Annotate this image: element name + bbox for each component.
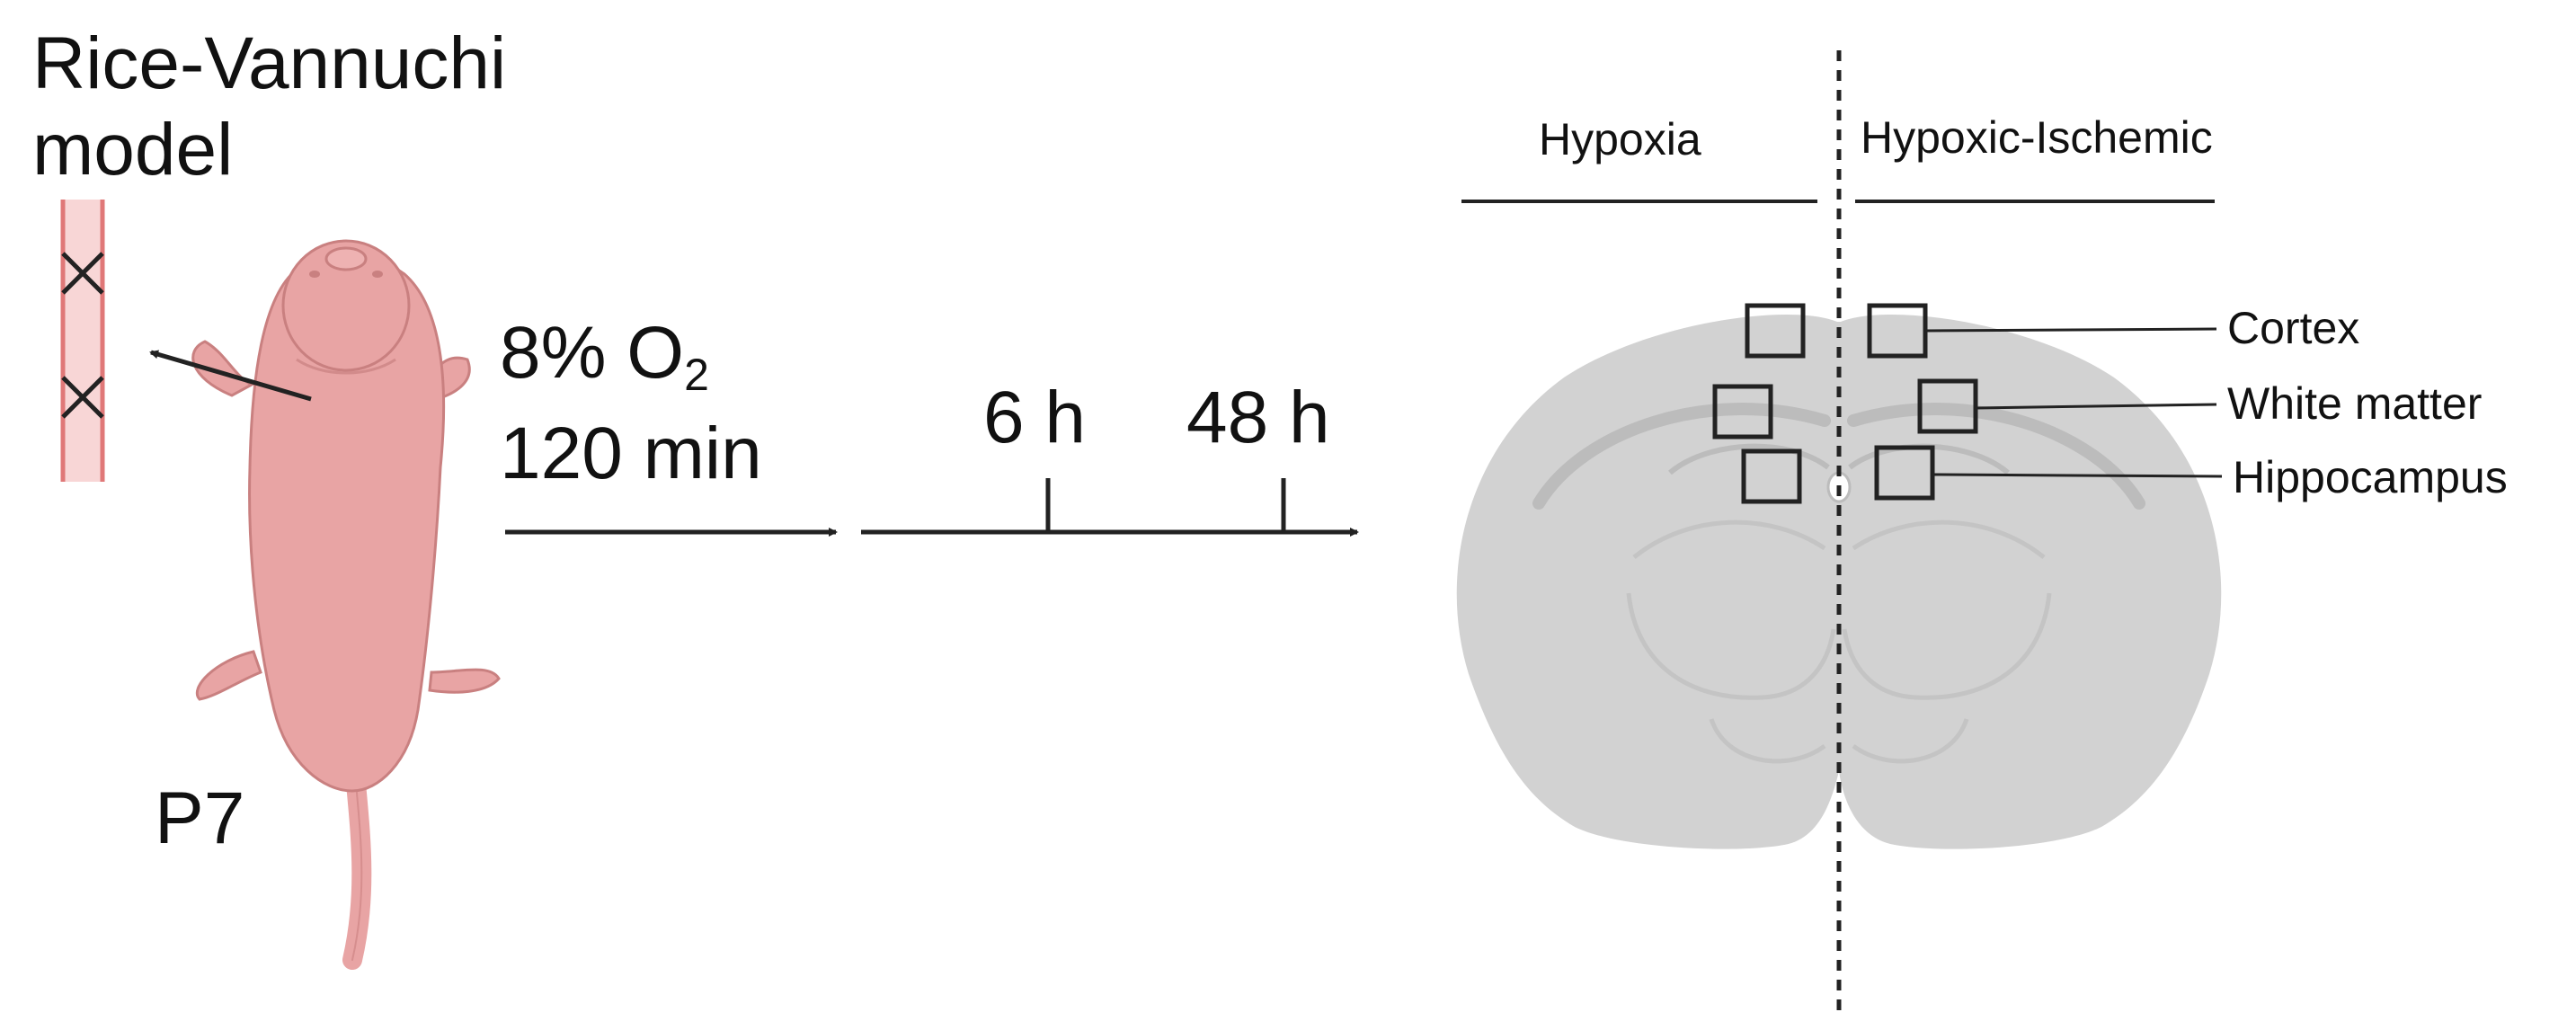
oxygen-subscript-text: 2 (684, 350, 709, 400)
oxygen-concentration-label: 8% O2 (500, 316, 709, 400)
hippocampus-box-ischemic (1874, 445, 1935, 501)
hypoxia-side-label: Hypoxia (1539, 114, 1701, 164)
white-matter-box-ischemic (1917, 378, 1978, 434)
hippocampus-box-hypoxia (1741, 448, 1802, 504)
model-title-line2: model (32, 109, 234, 191)
white-matter-leader-line (1975, 403, 2217, 410)
timepoint-6h-label: 6 h (983, 377, 1086, 458)
region-label-white-matter: White matter (2227, 378, 2483, 429)
model-title-line1: Rice-Vannuchi (32, 22, 507, 104)
timepoint-48h-label: 48 h (1186, 377, 1330, 458)
cortex-box-hypoxia (1745, 303, 1806, 359)
region-label-hippocampus: Hippocampus (2233, 452, 2508, 502)
white-matter-box-hypoxia (1712, 384, 1773, 440)
ligation-pointer-arrow (149, 350, 312, 402)
rat-pup-icon (191, 239, 501, 970)
region-label-cortex: Cortex (2227, 303, 2360, 353)
ligation-mark-upper-icon (61, 252, 104, 295)
carotid-artery-icon (60, 200, 105, 482)
age-label: P7 (155, 777, 245, 859)
cortex-leader-line (1924, 327, 2217, 333)
coronal-brain-section-icon (1456, 314, 2222, 849)
hippocampus-leader-line (1932, 473, 2223, 478)
hypoxia-duration-label: 120 min (500, 413, 762, 494)
ligation-mark-lower-icon (61, 376, 104, 419)
hypoxic-ischemic-side-label: Hypoxic-Ischemic (1861, 112, 2213, 163)
oxygen-percent-text: 8% O (500, 312, 685, 394)
